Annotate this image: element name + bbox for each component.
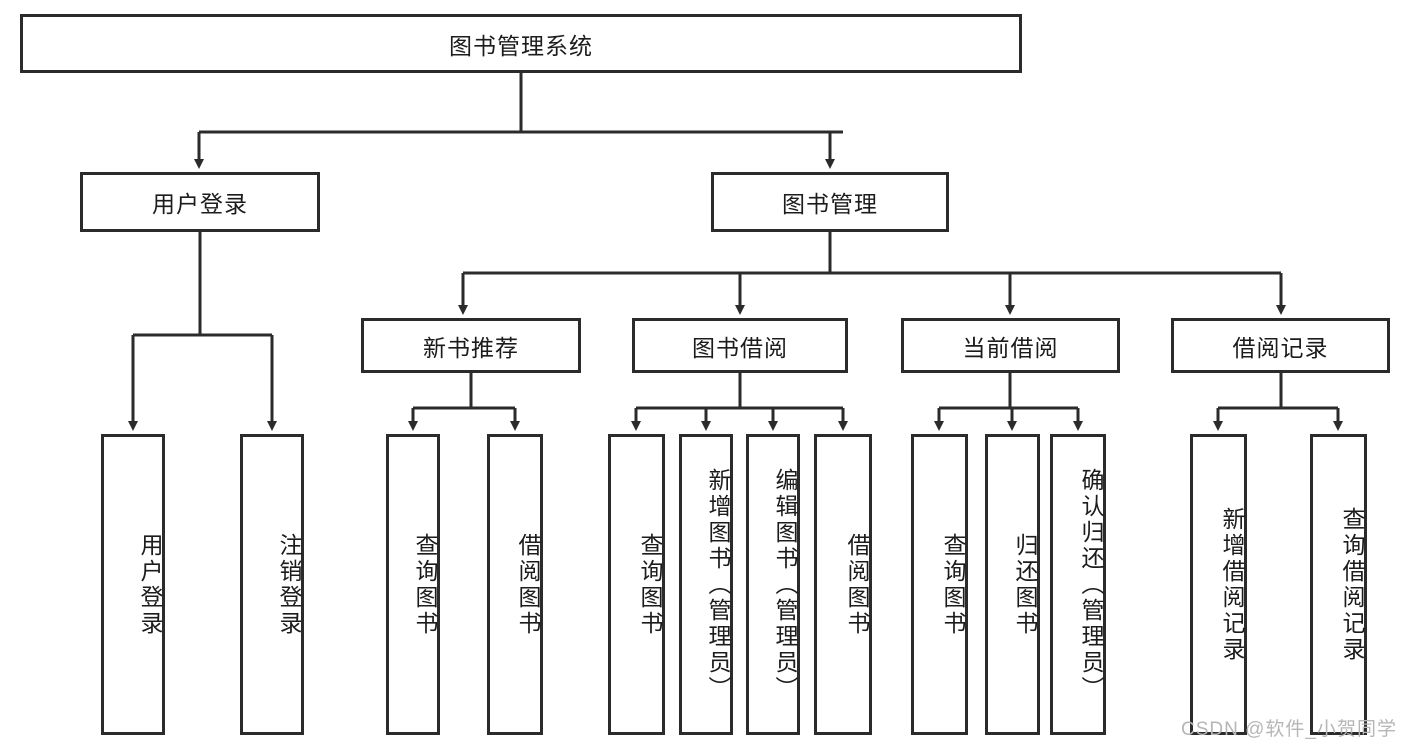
leaf-add-book-admin[interactable]: 新增图书（管理员） [679, 434, 733, 735]
leaf-borrow-book-1[interactable]: 借阅图书 [487, 434, 543, 735]
leaf-query-book-3[interactable]: 查询图书 [911, 434, 968, 735]
leaf-query-book-3-label: 查询图书 [940, 532, 966, 637]
node-user-login[interactable]: 用户登录 [80, 172, 320, 232]
node-new-book-recommend-label: 新书推荐 [423, 334, 519, 361]
leaf-return-book[interactable]: 归还图书 [985, 434, 1040, 735]
leaf-confirm-return-admin[interactable]: 确认归还（管理员） [1050, 434, 1106, 735]
leaf-query-borrow-record[interactable]: 查询借阅记录 [1310, 434, 1367, 735]
leaf-query-book-2[interactable]: 查询图书 [608, 434, 665, 735]
leaf-user-logout-label: 注销登录 [276, 532, 302, 637]
node-book-manage[interactable]: 图书管理 [711, 172, 949, 232]
node-book-manage-label: 图书管理 [782, 191, 878, 217]
leaf-return-book-label: 归还图书 [1012, 532, 1038, 637]
leaf-borrow-book-2-label: 借阅图书 [844, 532, 870, 637]
node-book-borrow[interactable]: 图书借阅 [632, 318, 848, 373]
node-root-label: 图书管理系统 [449, 32, 593, 59]
leaf-add-borrow-record-label: 新增借阅记录 [1219, 506, 1245, 663]
leaf-user-logout[interactable]: 注销登录 [240, 434, 304, 735]
leaf-add-book-admin-label: 新增图书（管理员） [705, 467, 731, 702]
node-current-borrow-label: 当前借阅 [962, 334, 1059, 361]
leaf-query-book-1-label: 查询图书 [412, 532, 438, 637]
leaf-query-borrow-record-label: 查询借阅记录 [1339, 506, 1365, 663]
node-book-borrow-label: 图书借阅 [692, 334, 788, 361]
node-current-borrow[interactable]: 当前借阅 [901, 318, 1120, 373]
leaf-query-book-2-label: 查询图书 [637, 532, 663, 637]
node-borrow-record-label: 借阅记录 [1232, 334, 1329, 361]
leaf-user-login[interactable]: 用户登录 [101, 434, 165, 735]
leaf-query-book-1[interactable]: 查询图书 [386, 434, 440, 735]
leaf-add-borrow-record[interactable]: 新增借阅记录 [1190, 434, 1247, 735]
leaf-confirm-return-admin-label: 确认归还（管理员） [1078, 467, 1104, 702]
leaf-borrow-book-1-label: 借阅图书 [515, 532, 541, 637]
leaf-edit-book-admin[interactable]: 编辑图书（管理员） [746, 434, 800, 735]
node-new-book-recommend[interactable]: 新书推荐 [361, 318, 581, 373]
node-root[interactable]: 图书管理系统 [20, 14, 1022, 73]
leaf-edit-book-admin-label: 编辑图书（管理员） [772, 467, 798, 702]
leaf-borrow-book-2[interactable]: 借阅图书 [814, 434, 872, 735]
leaf-user-login-label: 用户登录 [137, 532, 163, 637]
csdn-watermark: CSDN @软件_小贺同学 [1181, 719, 1397, 740]
node-user-login-label: 用户登录 [152, 191, 248, 217]
node-borrow-record[interactable]: 借阅记录 [1171, 318, 1390, 373]
